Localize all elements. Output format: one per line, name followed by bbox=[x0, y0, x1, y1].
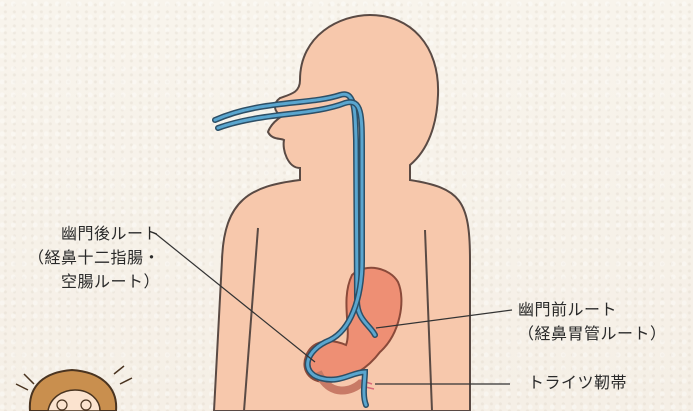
post-pyloric-title: 幽門後ルート bbox=[0, 222, 160, 246]
pre-pyloric-title: 幽門前ルート bbox=[518, 298, 667, 322]
pre-pyloric-label: 幽門前ルート （経鼻胃管ルート） bbox=[518, 298, 667, 346]
cartoon-character bbox=[16, 366, 132, 411]
pre-pyloric-subtitle: （経鼻胃管ルート） bbox=[518, 322, 667, 346]
post-pyloric-subtitle-2: 空腸ルート） bbox=[0, 270, 160, 294]
post-pyloric-label: 幽門後ルート （経鼻十二指腸・ 空腸ルート） bbox=[0, 222, 160, 294]
treitz-ligament-title: トライツ靭帯 bbox=[528, 371, 627, 395]
post-pyloric-subtitle-1: （経鼻十二指腸・ bbox=[0, 246, 160, 270]
treitz-ligament-label: トライツ靭帯 bbox=[528, 371, 627, 395]
